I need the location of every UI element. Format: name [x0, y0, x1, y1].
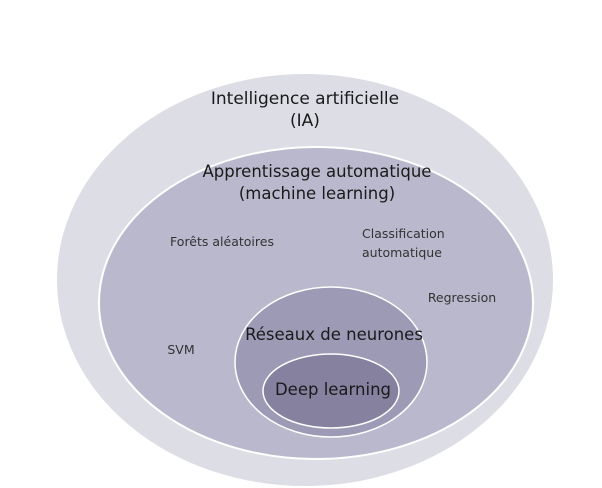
ai-set-label-line1: Intelligence artificielle [211, 89, 399, 109]
regression-label: Regression [428, 290, 496, 305]
ml-set-label-line1: Apprentissage automatique [203, 162, 432, 181]
dl-set-label: Deep learning [275, 380, 391, 399]
classification-label-line2: automatique [362, 245, 442, 260]
dl-set-ellipse [262, 353, 400, 429]
nn-set-label: Réseaux de neurones [245, 325, 423, 344]
random-forests-label: Forêts aléatoires [170, 234, 274, 249]
ml-set-label-line2: (machine learning) [239, 184, 395, 203]
classification-label-line1: Classification [362, 226, 445, 241]
ai-set-label-line2: (IA) [290, 111, 320, 131]
svm-label: SVM [167, 342, 194, 357]
